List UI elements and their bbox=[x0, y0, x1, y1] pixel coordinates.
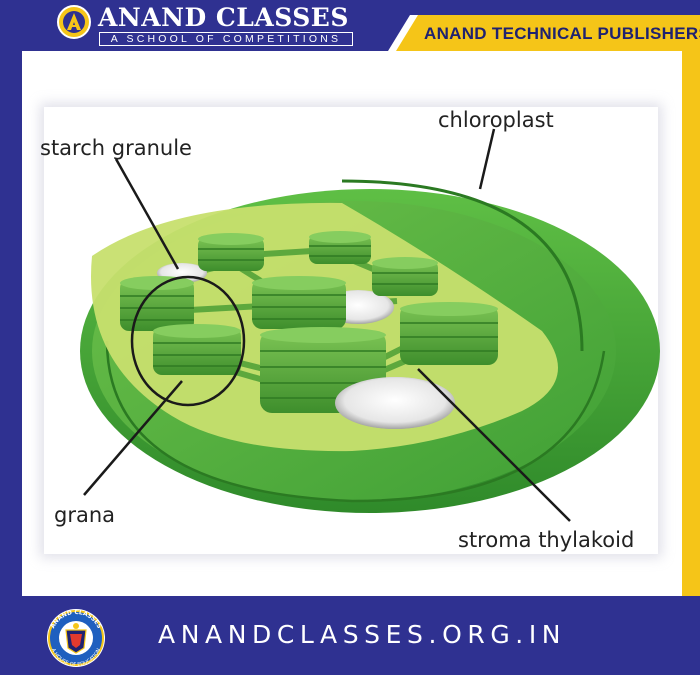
right-accent-stripe bbox=[680, 51, 700, 596]
grana-leader-line bbox=[83, 380, 183, 496]
label-chloroplast: chloroplast bbox=[438, 108, 554, 132]
label-grana: grana bbox=[54, 503, 115, 527]
granum-stack-3 bbox=[372, 257, 438, 296]
right-accent-divider bbox=[678, 51, 682, 596]
granum-stack-5 bbox=[252, 276, 346, 329]
membrane-edge-lower bbox=[105, 340, 606, 503]
granum-stack-4 bbox=[120, 276, 194, 331]
header-publisher-band bbox=[396, 15, 700, 51]
chloroplast-diagram: chloroplast starch granule grana stroma … bbox=[40, 103, 662, 558]
label-stroma-thylakoid: stroma thylakoid bbox=[458, 528, 634, 552]
starch-granule-leader-line bbox=[114, 158, 180, 270]
label-starch-granule: starch granule bbox=[40, 136, 192, 160]
membrane-edge bbox=[341, 179, 584, 352]
footer-website-url[interactable]: ANANDCLASSES.ORG.IN bbox=[158, 620, 567, 649]
footer-band bbox=[0, 596, 700, 675]
chloroplast-leader-line bbox=[478, 128, 496, 190]
granum-stack-1 bbox=[198, 233, 264, 271]
granum-stack-7 bbox=[153, 324, 241, 375]
grana-highlight-circle bbox=[130, 275, 246, 407]
stroma-thylakoid-leader-line bbox=[417, 368, 571, 522]
granum-stack-6 bbox=[400, 302, 498, 365]
anand-classes-logo-icon bbox=[57, 5, 91, 39]
brand-title: ANAND CLASSES bbox=[98, 3, 349, 32]
anand-classes-seal-icon: ANAND CLASSES A HOUSE OF EDUCATION bbox=[47, 609, 105, 668]
granum-stack-2 bbox=[309, 231, 371, 264]
brand-subtitle: A SCHOOL OF COMPETITIONS bbox=[99, 32, 353, 46]
publisher-name: ANAND TECHNICAL PUBLISHERS bbox=[424, 24, 700, 43]
starch-granule-large-front bbox=[335, 377, 455, 429]
